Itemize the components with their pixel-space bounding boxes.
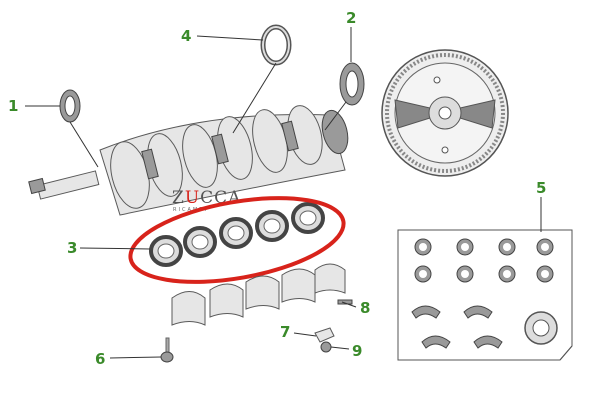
- stud: [337, 299, 353, 305]
- crankshaft: [28, 105, 349, 216]
- callout-numbers: 1 2 3 4 5 6 7 8 9: [8, 9, 546, 368]
- callout-8: 8: [360, 299, 370, 317]
- kit-thrust-washer: [524, 311, 558, 345]
- callout-4: 4: [181, 27, 191, 45]
- svg-text:ZUCCA: ZUCCA: [172, 188, 241, 208]
- nut: [320, 341, 332, 353]
- callout-1: 1: [8, 97, 18, 115]
- highlight-ring: [128, 196, 346, 284]
- bearing-shell: [219, 217, 253, 249]
- bearing-kit-box: [397, 229, 573, 361]
- callout-5: 5: [536, 179, 546, 197]
- bolt: [160, 337, 174, 363]
- thrust-washer: [260, 24, 292, 66]
- front-oil-seal: [59, 89, 81, 123]
- kit-bearing-shells: [414, 238, 554, 283]
- bearing-shell: [149, 235, 183, 267]
- rear-oil-seal: [339, 62, 365, 106]
- logo-subtitle: RICAMBI: [173, 207, 208, 213]
- lock-tab: [314, 327, 335, 343]
- bearing-caps: [171, 263, 346, 326]
- bearing-shell: [183, 226, 217, 258]
- bearing-shell: [291, 202, 325, 234]
- callout-9: 9: [352, 342, 362, 360]
- bearing-shell: [255, 210, 289, 242]
- main-bearing-shells: [149, 202, 325, 267]
- callout-2: 2: [346, 9, 356, 27]
- flywheel: [381, 49, 509, 177]
- callout-3: 3: [67, 239, 77, 257]
- callout-7: 7: [280, 323, 290, 341]
- leader-lines: [25, 27, 542, 359]
- callout-6: 6: [95, 350, 105, 368]
- logo-text-left: Z: [172, 188, 185, 208]
- kit-thrust-halves: [411, 305, 503, 349]
- logo-text-accent: U: [185, 188, 200, 208]
